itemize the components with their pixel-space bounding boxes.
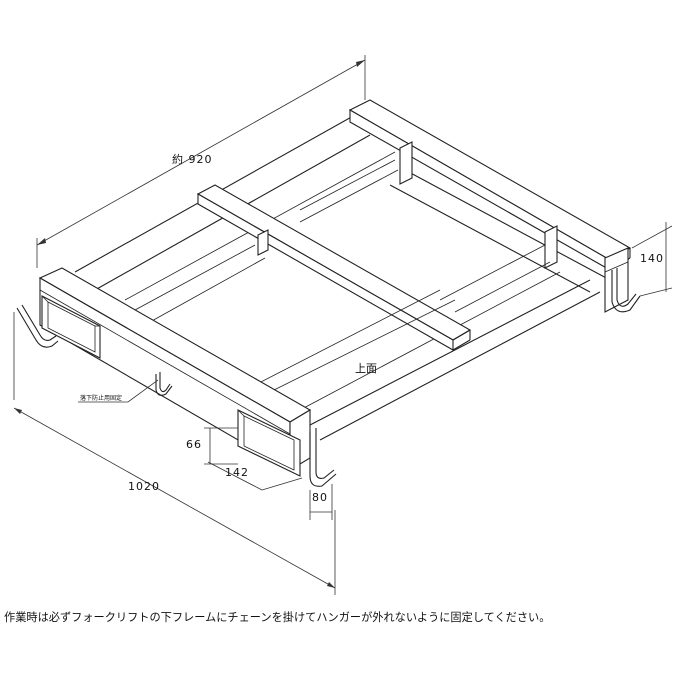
drop-prevention-hook <box>155 372 173 396</box>
dim-approx-920-label: 約 920 <box>172 152 213 166</box>
dim-142-label: 142 <box>225 466 249 479</box>
dim-80-label: 80 <box>312 491 328 504</box>
top-face-label: 上面 <box>355 362 377 375</box>
dim-66 <box>204 427 238 465</box>
hook-left <box>16 304 59 348</box>
middle-cross-beam <box>196 184 472 351</box>
dim-80 <box>309 484 333 520</box>
rear-cross-beam <box>348 99 632 313</box>
dim-140-label: 140 <box>640 252 664 265</box>
usage-note: 作業時は必ずフォークリフトの下フレームにチェーンを掛けてハンガーが外れないように… <box>4 611 551 624</box>
fork-channel-right <box>237 409 301 477</box>
hook-front-right <box>309 428 337 487</box>
dim-66-label: 66 <box>186 438 202 451</box>
hook-rear-right <box>611 268 641 313</box>
dim-1020 <box>13 312 336 595</box>
dim-approx-920 <box>36 55 366 268</box>
dim-142 <box>207 461 303 491</box>
dim-1020-label: 1020 <box>128 480 160 493</box>
frame-long-rails <box>74 114 611 441</box>
fork-channel-left <box>41 295 101 359</box>
drop-prevention-label: 落下防止用固定 <box>80 394 122 402</box>
dim-140 <box>631 222 673 297</box>
frame-inner-lines <box>134 159 551 393</box>
hanger-technical-drawing: 約 920 1020 140 66 142 80 上面 落下防止用固定 <box>13 55 673 595</box>
drop-prevention-leader <box>78 379 159 403</box>
